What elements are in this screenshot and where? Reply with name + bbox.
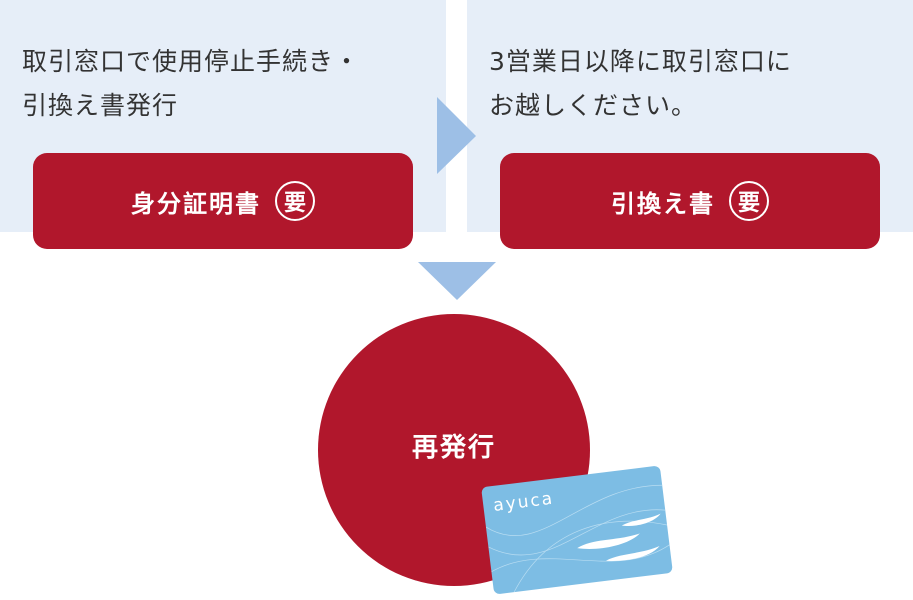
requirement-label: 引換え書 bbox=[611, 189, 715, 218]
step-2-text: 3営業日以降に取引窓口にお越しください。 bbox=[489, 40, 792, 128]
reissue-label: 再発行 bbox=[411, 432, 496, 463]
step-1-line2: 引換え書発行 bbox=[22, 91, 179, 120]
ayuca-card-image: ayuca bbox=[481, 465, 673, 595]
step-1-requirement: 身分証明書要 bbox=[33, 153, 413, 249]
arrow-down-icon bbox=[418, 262, 496, 300]
wave-pattern-icon bbox=[485, 484, 670, 593]
step-2-line2: お越しください。 bbox=[489, 91, 698, 120]
requirement-label: 身分証明書 bbox=[131, 189, 261, 218]
step-2-requirement: 引換え書要 bbox=[500, 153, 880, 249]
step-2-line1: 3営業日以降に取引窓口に bbox=[489, 47, 792, 76]
required-badge: 要 bbox=[275, 181, 315, 221]
step-1-text: 取引窓口で使用停止手続き・引換え書発行 bbox=[22, 40, 360, 128]
step-1-line1: 取引窓口で使用停止手続き・ bbox=[22, 47, 361, 76]
arrow-right-icon bbox=[437, 97, 476, 174]
required-badge: 要 bbox=[729, 181, 769, 221]
